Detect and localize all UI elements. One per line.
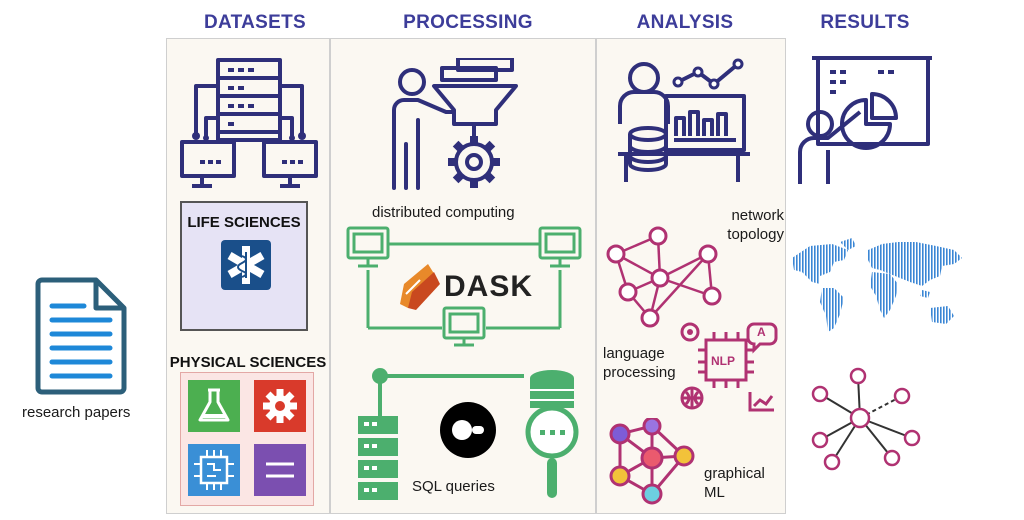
network-topology-graph: [606, 226, 722, 328]
physical-sciences-title: PHYSICAL SCIENCES: [169, 354, 327, 371]
nlp-chip-text: NLP: [711, 354, 735, 368]
nlp-chip-icon: [680, 322, 778, 412]
column-title-results: RESULTS: [820, 12, 910, 33]
graphical-ml-label: graphical ML: [704, 465, 765, 501]
analyst-dashboard-icon: [618, 58, 750, 182]
dask-logo-text: DASK: [444, 270, 534, 303]
flask-icon: [188, 380, 240, 432]
network-topology-label: network topology: [727, 207, 784, 243]
world-map-icon: [792, 238, 962, 332]
distributed-computing-label: distributed computing: [372, 204, 515, 221]
database-network-icon: [358, 368, 579, 500]
gear-icon: [254, 380, 306, 432]
duckdb-logo-icon: [440, 402, 496, 458]
sql-queries-label: SQL queries: [412, 478, 495, 495]
language-processing-label: language processing: [603, 345, 676, 381]
column-title-analysis: ANALYSIS: [636, 12, 734, 33]
circuit-board-icon: [188, 444, 240, 496]
dask-logo-icon: [400, 264, 440, 310]
column-title-datasets: DATASETS: [204, 12, 306, 33]
results-network-graph: [811, 367, 921, 471]
life-sciences-title: LIFE SCIENCES: [187, 214, 301, 231]
graphical-ml-graph: [609, 418, 695, 505]
data-funnel-person-icon: [392, 58, 518, 190]
column-title-processing: PROCESSING: [403, 12, 533, 33]
medical-star-icon: [221, 240, 271, 290]
presentation-icon: [798, 56, 932, 184]
server-icon: [180, 58, 318, 188]
speech-bubble-letter: A: [757, 325, 766, 339]
distributed-network: [346, 226, 582, 347]
research-papers-label: research papers: [22, 404, 131, 421]
document-icon: [35, 277, 127, 395]
document-lines-icon: [254, 444, 306, 496]
